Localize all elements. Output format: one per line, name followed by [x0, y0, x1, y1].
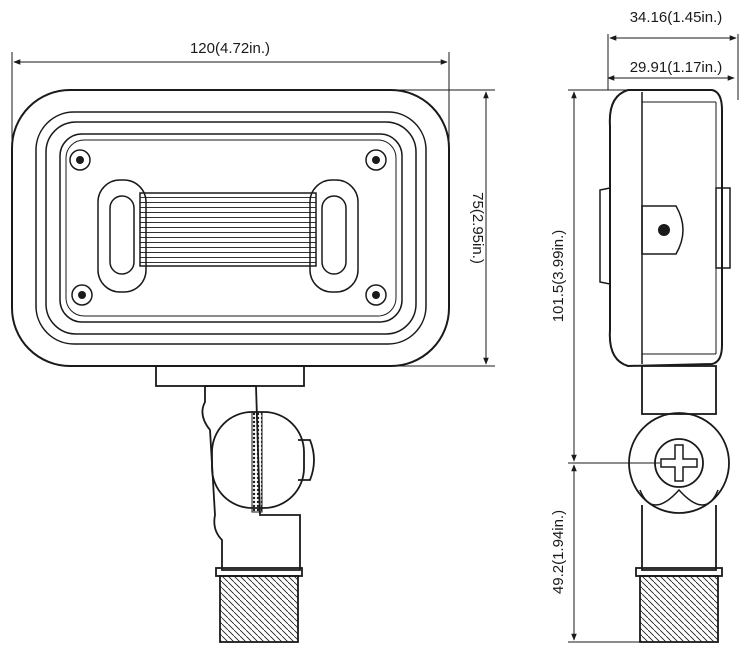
- front-housing-rim: [35, 111, 427, 345]
- front-screw-top-left: [69, 149, 91, 171]
- mount-height-label: 49.2(1.94in.): [550, 510, 567, 594]
- front-screw-bottom-left: [71, 284, 93, 306]
- heat-sink-fins: [139, 192, 317, 267]
- front-thread-fitting: [219, 575, 299, 643]
- side-height-dimension: 101.5(3.99in.): [550, 89, 660, 464]
- front-bracket-plate: [155, 365, 305, 387]
- side-pivot-head: [628, 412, 730, 514]
- side-lens-bump: [599, 187, 611, 285]
- front-width-label: 120(4.72in.): [190, 40, 270, 57]
- side-adjust-screw: [658, 224, 670, 236]
- front-lens-inner: [59, 133, 403, 323]
- front-knuckle-arm: [201, 385, 301, 571]
- front-knuckle-bolt: [298, 439, 315, 481]
- front-knurl-band: [251, 411, 263, 513]
- front-width-dimension: 120(4.72in.): [11, 40, 450, 140]
- side-rear-cap: [715, 187, 731, 269]
- front-height-dimension: 75(2.95in.): [380, 89, 495, 367]
- side-lower-stem: [641, 505, 717, 571]
- side-height-label: 101.5(3.99in.): [550, 230, 567, 323]
- side-depth-outer-label: 34.16(1.45in.): [630, 9, 723, 26]
- side-pivot-lobes: [639, 488, 719, 506]
- mount-slot-left: [97, 179, 147, 293]
- side-depth-outer-dimension: 34.16(1.45in.): [607, 9, 739, 100]
- side-housing: [608, 89, 723, 368]
- front-screw-bottom-right: [365, 284, 387, 306]
- phillips-cross-icon: [660, 444, 698, 482]
- side-adjust-knob: [641, 205, 684, 255]
- front-screw-top-right: [365, 149, 387, 171]
- side-depth-inner-dimension: 29.91(1.17in.): [607, 59, 735, 81]
- front-height-label: 75(2.95in.): [469, 192, 486, 264]
- side-pivot-bolt: [654, 438, 704, 488]
- front-view: 120(4.72in.) 75(2.95in.): [11, 40, 495, 643]
- mount-height-dimension: 49.2(1.94in.): [550, 464, 640, 643]
- side-view: 34.16(1.45in.) 29.91(1.17in.) 101.5(3.99…: [550, 9, 739, 643]
- front-lens-outer: [45, 121, 417, 335]
- mount-slot-right: [309, 179, 359, 293]
- side-depth-inner-label: 29.91(1.17in.): [630, 59, 723, 76]
- front-lens-face: [65, 139, 397, 317]
- side-thread-fitting: [639, 575, 719, 643]
- side-neck: [641, 365, 717, 415]
